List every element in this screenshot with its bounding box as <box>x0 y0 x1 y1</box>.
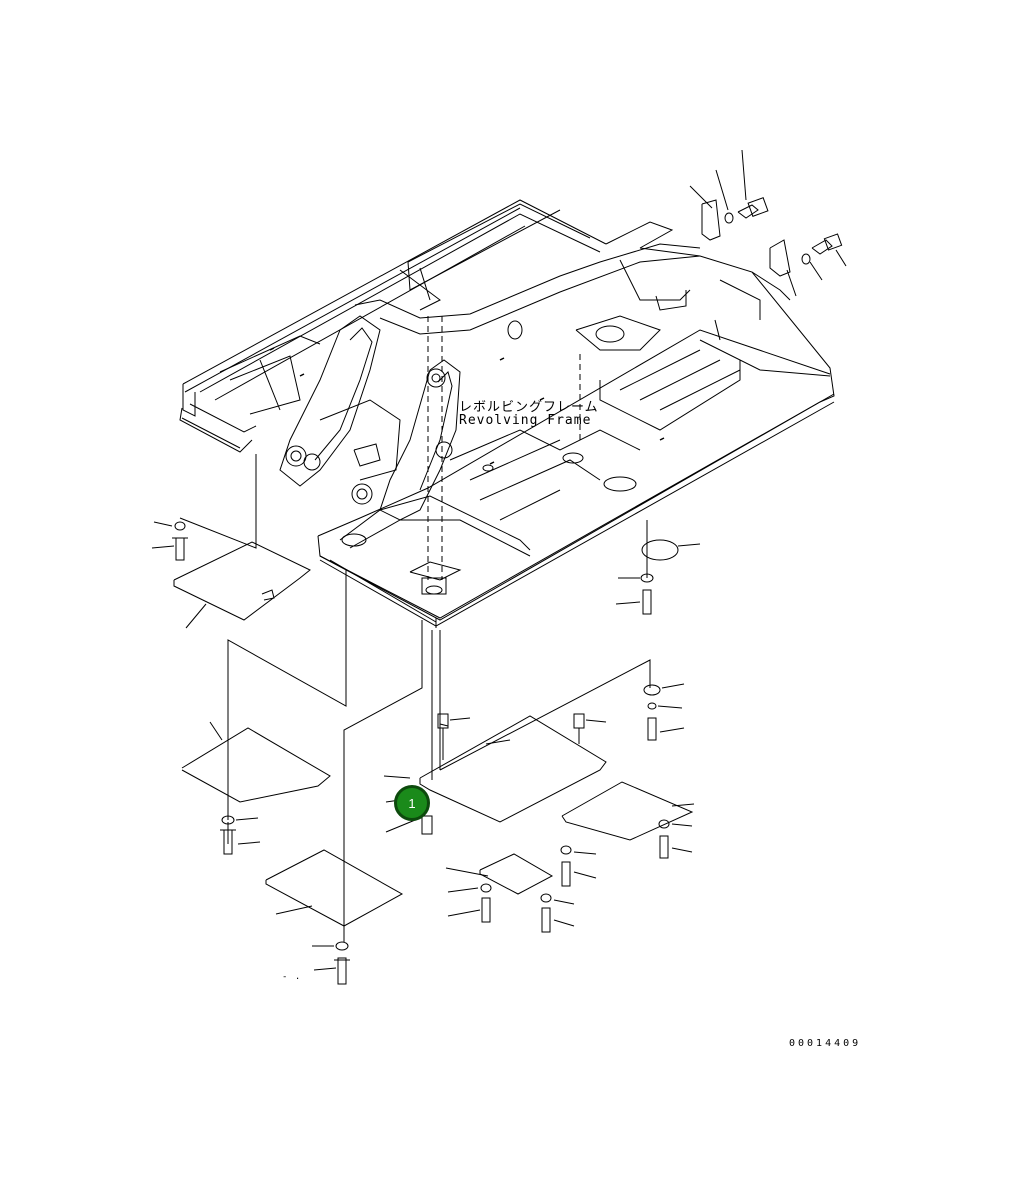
side-bracket-upper <box>689 149 769 241</box>
cover-plate-right <box>560 683 695 887</box>
cover-plate-left-upper <box>151 454 311 629</box>
drawing-number: 00014409 <box>789 1038 862 1049</box>
revolving-frame <box>179 199 835 628</box>
cover-plate-small <box>445 853 575 933</box>
cover-plate-left-middle <box>181 721 331 855</box>
cover-plate-left-lower <box>265 849 404 985</box>
cover-plate-center <box>383 713 607 835</box>
side-bracket-lower <box>769 233 847 297</box>
part-callout-1[interactable]: 1 <box>394 785 430 821</box>
frame-label-en: Revolving Frame <box>459 413 592 428</box>
round-cover <box>615 539 701 615</box>
small-mark: - . <box>282 972 302 982</box>
assembly-guide-lines <box>227 520 651 942</box>
frame-label-jp: レボルビングフレーム <box>459 400 599 415</box>
